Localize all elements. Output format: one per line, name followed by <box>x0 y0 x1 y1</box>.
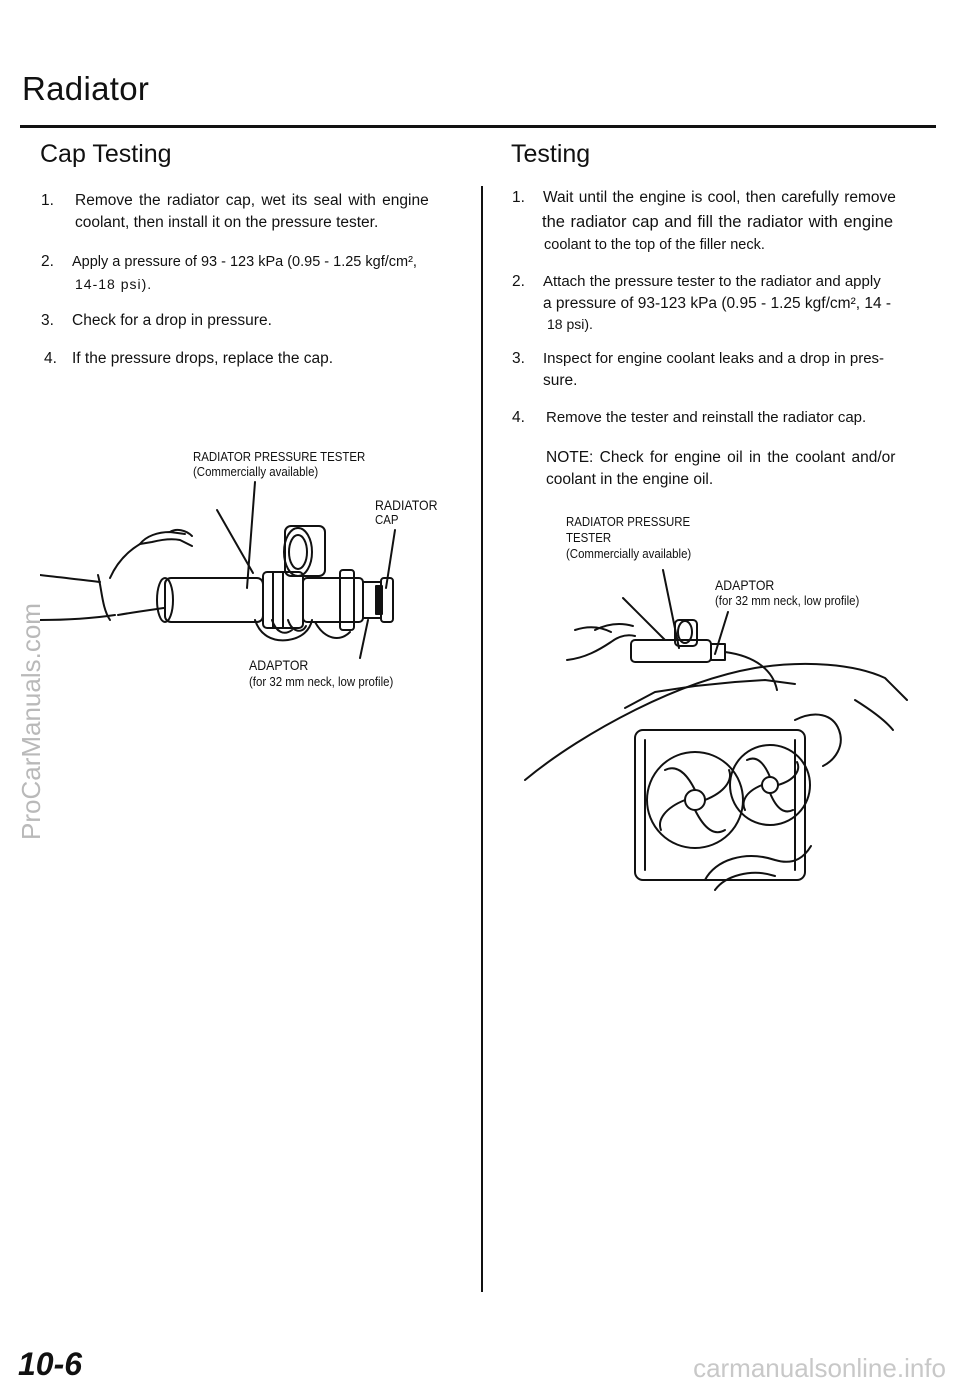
watermark-bottom: carmanualsonline.info <box>693 1353 946 1383</box>
step-text: Remove the radiator cap, wet its seal wi… <box>75 192 429 209</box>
tester-label: RADIATOR PRESSURE TESTER <box>193 449 366 464</box>
step-number: 1. <box>512 189 525 206</box>
step-text: Apply a pressure of 93 - 123 kPa (0.95 -… <box>72 254 417 270</box>
cap-testing-title: Cap Testing <box>40 140 172 168</box>
step-number: 3. <box>512 350 525 367</box>
step-text: the radiator cap and fill the radiator w… <box>542 213 894 231</box>
tester-end <box>156 577 174 623</box>
step-number: 3. <box>41 312 54 329</box>
step-text: 18 psi). <box>547 316 593 332</box>
cap-testing-illustration <box>40 481 396 659</box>
step-text: coolant, then install it on the pressure… <box>75 214 379 231</box>
step-text: a pressure of 93-123 kPa (0.95 - 1.25 kg… <box>543 295 892 312</box>
lower-hose <box>704 845 812 881</box>
fan-left <box>646 751 744 849</box>
title-rule <box>20 125 936 128</box>
arm-outline <box>40 574 101 583</box>
radiator-cap-label: RADIATOR <box>375 497 438 513</box>
adaptor-sublabel: (for 32 mm neck, low profile) <box>715 593 860 608</box>
step-text: If the pressure drops, replace the cap. <box>72 350 334 367</box>
step-number: 4. <box>512 409 525 426</box>
tester-sublabel: (Commercially available) <box>566 546 692 561</box>
arm-cuff <box>97 574 111 621</box>
leader-line <box>622 597 666 641</box>
tester-label: TESTER <box>566 530 612 545</box>
finger <box>574 626 612 633</box>
note-text: coolant in the engine oil. <box>546 471 714 488</box>
step-number: 4. <box>44 350 57 367</box>
note-text: NOTE: Check for engine oil in the coolan… <box>546 449 896 466</box>
leader-line <box>359 619 369 659</box>
body-outline <box>524 662 908 781</box>
step-text: coolant to the top of the filler neck. <box>544 237 765 253</box>
leader-line <box>714 611 729 655</box>
tester-body <box>164 577 264 623</box>
hose <box>724 651 778 691</box>
gauge-body <box>284 525 326 577</box>
step-number: 2. <box>512 273 525 290</box>
step-text: Check for a drop in pressure. <box>72 312 272 329</box>
watermark-side: ProCarManuals.com <box>16 603 46 840</box>
body-detail <box>854 699 894 731</box>
tester-body <box>630 639 712 663</box>
tester-label: RADIATOR PRESSURE <box>566 514 691 529</box>
tester-sublabel: (Commercially available) <box>193 464 319 479</box>
leader-line <box>662 569 680 649</box>
testing-illustration <box>524 569 908 891</box>
step-number: 1. <box>41 192 54 209</box>
gauge-body <box>674 619 698 647</box>
adaptor-sublabel: (for 32 mm neck, low profile) <box>249 674 394 689</box>
radiator <box>634 729 806 881</box>
testing-title: Testing <box>511 140 591 168</box>
page-title: Radiator <box>22 70 150 107</box>
adaptor-label: ADAPTOR <box>715 577 775 593</box>
adaptor-label: ADAPTOR <box>249 657 309 673</box>
page-number: 10-6 <box>18 1346 83 1382</box>
arm-outline <box>40 614 116 621</box>
leader-line <box>246 481 256 589</box>
gripping-hand <box>254 619 313 642</box>
gauge-face <box>677 620 693 644</box>
shroud-outline <box>624 679 796 709</box>
radiator-cap-sublabel: CAP <box>375 512 399 527</box>
lower-hose <box>714 871 776 891</box>
step-text: sure. <box>543 372 578 389</box>
upper-hose <box>794 713 842 767</box>
hand-outline <box>566 634 636 661</box>
step-text: 14-18 psi). <box>75 276 153 292</box>
step-text: Inspect for engine coolant leaks and a d… <box>543 350 885 367</box>
fan-right <box>729 744 811 826</box>
step-text: Remove the tester and reinstall the radi… <box>546 409 867 426</box>
step-text: Wait until the engine is cool, then care… <box>543 189 896 206</box>
hand-outline <box>109 538 193 579</box>
leader-line <box>216 509 254 574</box>
column-divider <box>481 186 483 1292</box>
step-number: 2. <box>41 253 54 270</box>
finger <box>169 528 193 537</box>
gauge-face <box>283 527 313 577</box>
step-text: Attach the pressure tester to the radiat… <box>543 273 881 290</box>
gripping-fingers <box>314 621 351 639</box>
hand-outline <box>117 607 165 616</box>
